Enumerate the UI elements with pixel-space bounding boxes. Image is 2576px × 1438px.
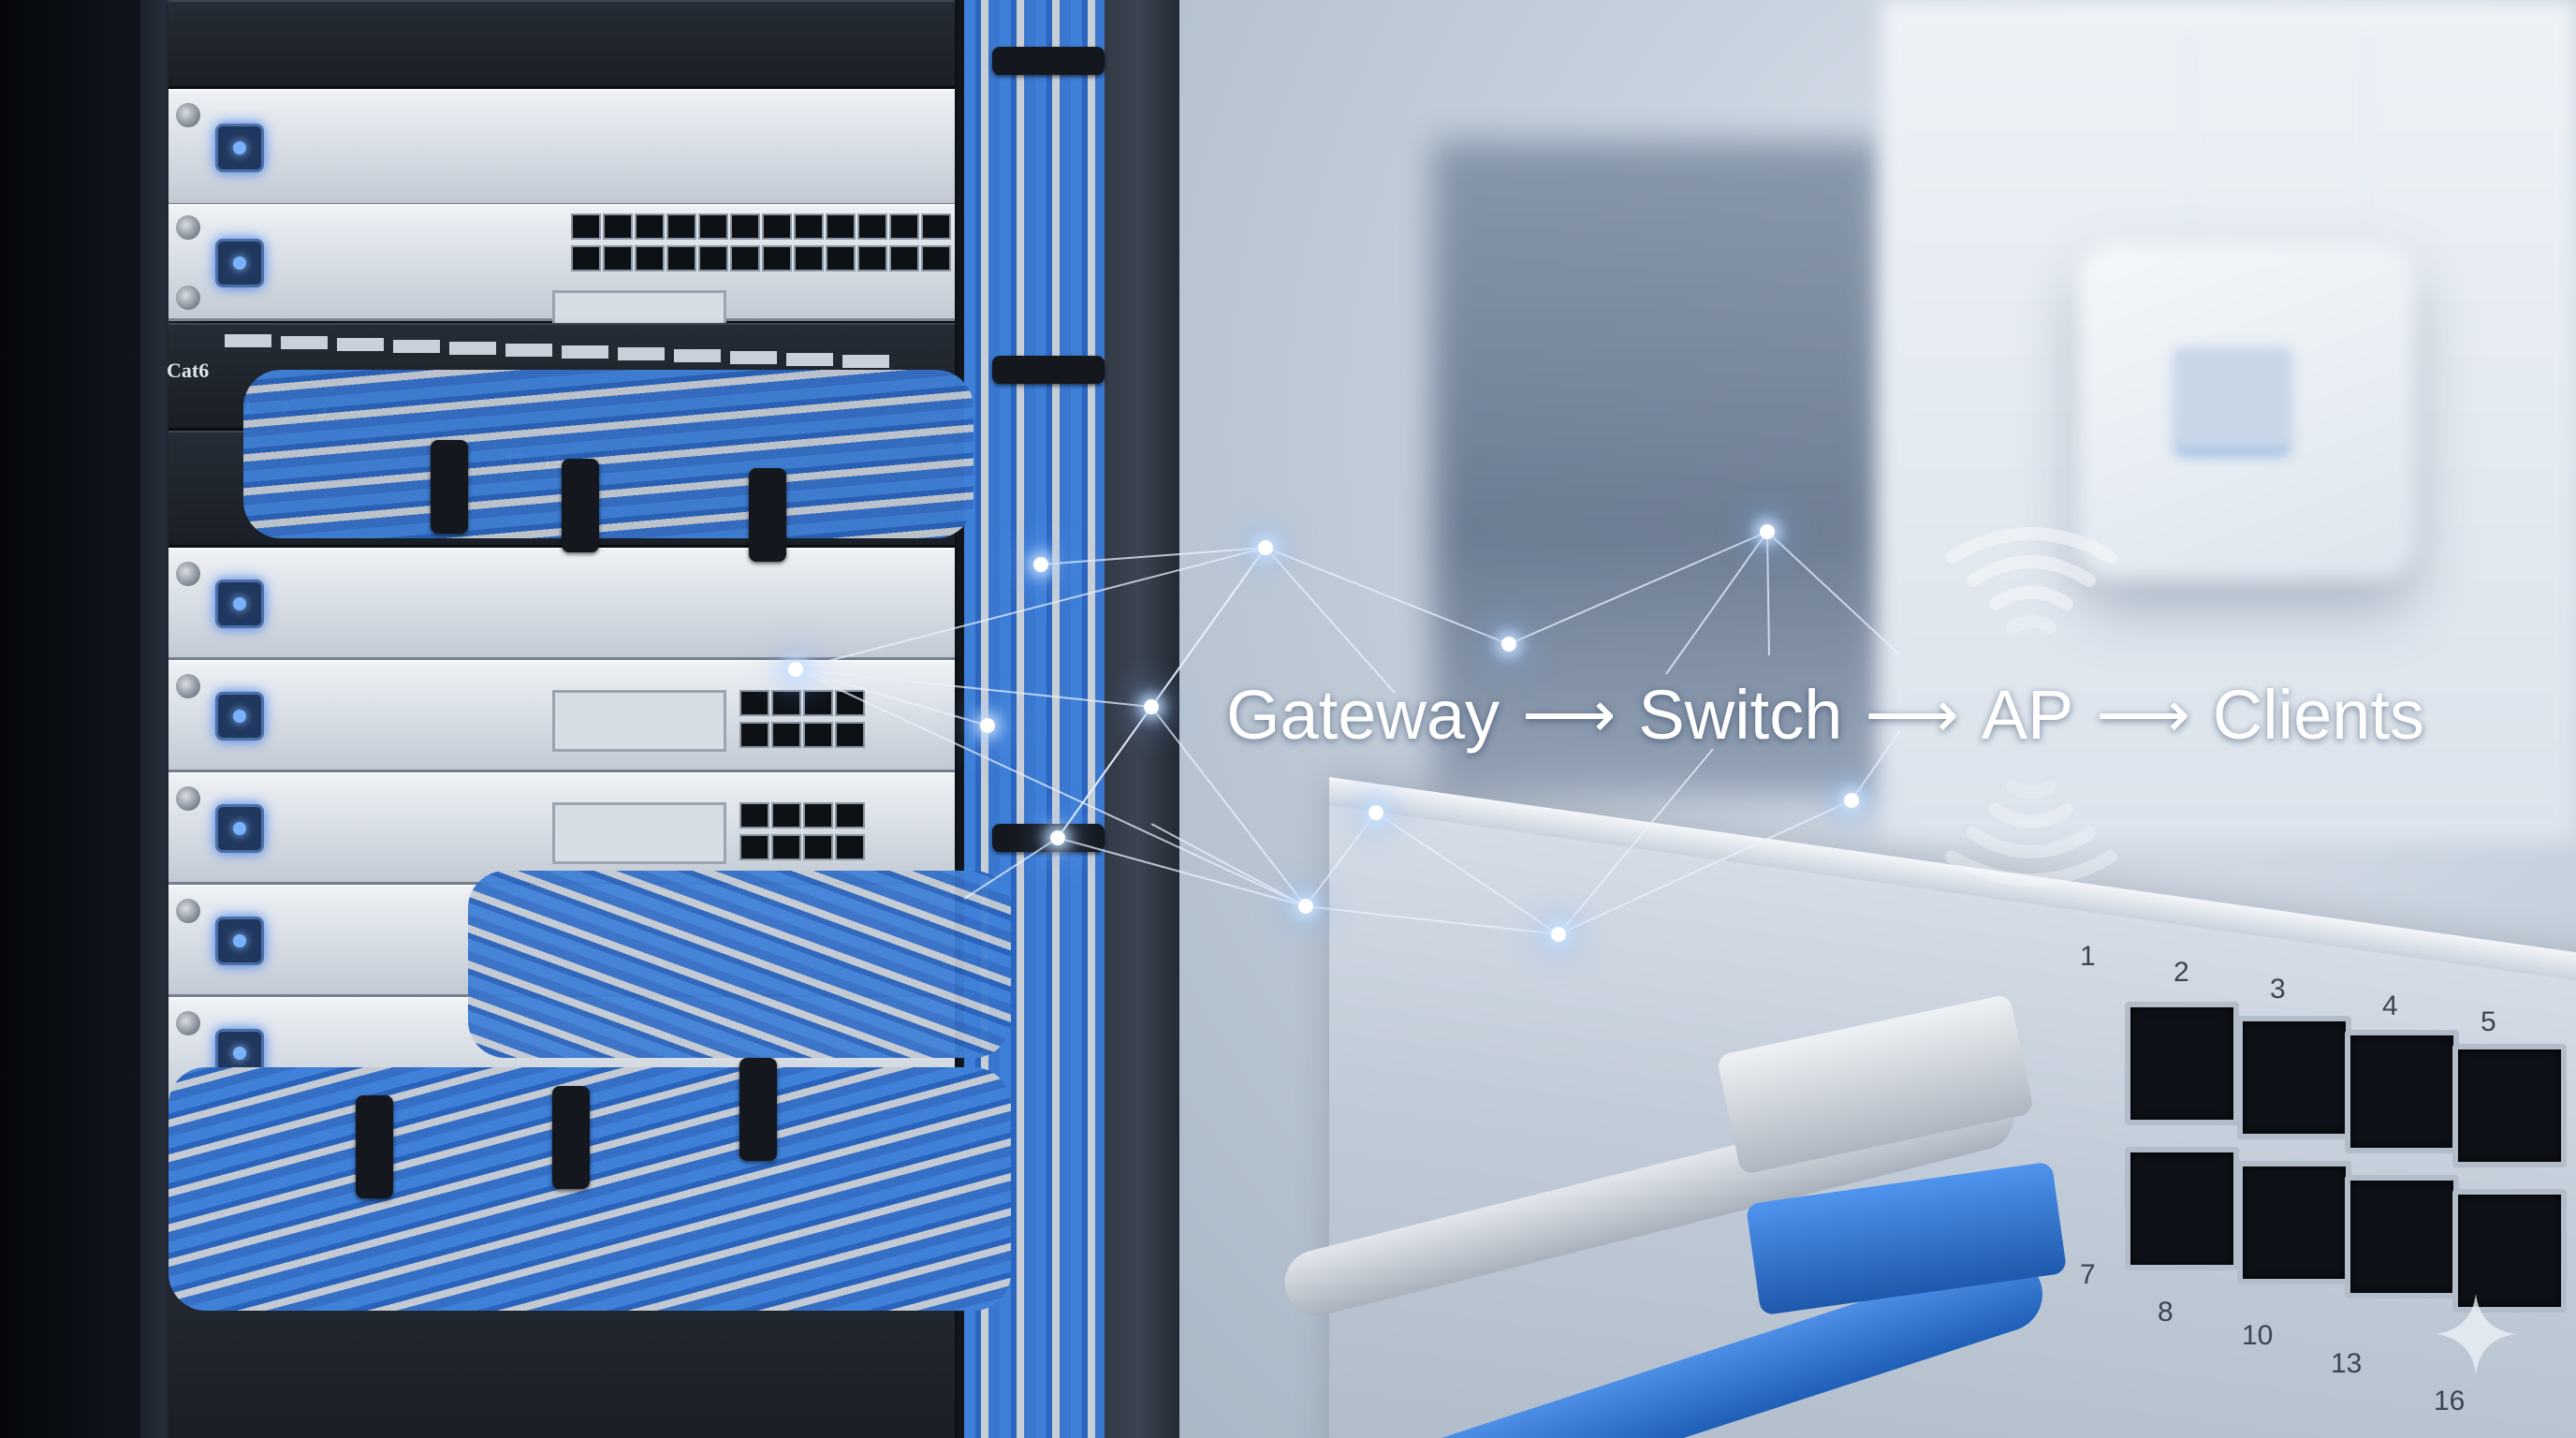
network-node <box>1551 927 1566 942</box>
top-cable-manager <box>168 0 955 89</box>
switch-port <box>2125 1002 2239 1125</box>
arrow-right-icon: ⟶ <box>2096 676 2190 753</box>
network-node <box>1368 805 1383 820</box>
flow-step-clients: Clients <box>2212 675 2424 754</box>
port-label: 13 <box>2331 1348 2363 1379</box>
rack-screw <box>176 562 200 586</box>
rack-screw <box>176 674 200 698</box>
flow-step-switch: Switch <box>1638 675 1843 754</box>
velcro-strap <box>739 1058 777 1161</box>
switch-port <box>2452 1044 2567 1167</box>
sparkle-icon <box>2436 1294 2516 1374</box>
ap-antenna-right <box>2359 37 2376 243</box>
ap-antenna-left <box>2181 37 2198 243</box>
switch-unit <box>168 204 955 352</box>
switch-port <box>2345 1030 2459 1153</box>
network-node <box>980 718 995 733</box>
status-led-icon <box>215 917 264 965</box>
port-label: 16 <box>2434 1386 2466 1416</box>
rack-screw <box>176 899 200 923</box>
switch-unit <box>168 548 955 660</box>
network-node <box>1844 793 1859 808</box>
horizontal-cable-bundle <box>468 871 1011 1058</box>
arrow-right-icon: ⟶ <box>1865 676 1959 753</box>
network-node <box>1760 524 1775 539</box>
network-node <box>1033 557 1048 572</box>
switch-port <box>2125 1147 2239 1270</box>
rack-screw <box>176 103 200 127</box>
switch-port <box>2237 1161 2351 1284</box>
rj45-port-grid <box>571 213 951 271</box>
velcro-strap <box>356 1095 393 1198</box>
port-label: 10 <box>2242 1320 2274 1351</box>
switch-unit <box>168 660 955 772</box>
velcro-strap <box>992 824 1105 852</box>
switch-port <box>2452 1189 2567 1313</box>
status-led-icon <box>215 239 264 287</box>
flow-step-ap: AP <box>1981 675 2074 754</box>
sfp-cage <box>552 802 726 864</box>
port-label: 5 <box>2481 1006 2496 1037</box>
network-flow-caption: Gateway ⟶ Switch ⟶ AP ⟶ Clients <box>1226 672 2424 756</box>
status-led-icon <box>215 692 264 741</box>
gateway-unit <box>168 89 955 206</box>
rack-screw <box>176 286 200 310</box>
switch-port <box>2345 1175 2459 1299</box>
status-led-icon <box>215 580 264 628</box>
port-label: 7 <box>2080 1259 2096 1290</box>
network-node <box>1258 540 1273 555</box>
status-led-icon <box>215 804 264 853</box>
power-button-icon <box>215 124 264 172</box>
rj45-port-grid <box>739 802 865 860</box>
velcro-strap <box>992 356 1105 384</box>
access-point-logo <box>2172 346 2293 457</box>
network-node <box>788 662 803 677</box>
switch-unit <box>168 772 955 885</box>
arrow-right-icon: ⟶ <box>1522 676 1617 753</box>
velcro-strap <box>992 47 1105 75</box>
lower-cable-bundle <box>168 1067 1011 1311</box>
wifi-signal-reflection-icon <box>1945 780 2117 887</box>
network-node <box>1050 830 1065 845</box>
rack-screw <box>176 1011 200 1035</box>
port-label: 3 <box>2270 974 2286 1005</box>
port-label: 8 <box>2158 1297 2174 1328</box>
velcro-strap <box>749 468 786 562</box>
port-label: 4 <box>2382 990 2398 1021</box>
velcro-strap <box>552 1086 590 1189</box>
rj45-port-grid <box>739 690 865 748</box>
rack-screw <box>176 786 200 811</box>
port-label: 1 <box>2080 941 2096 972</box>
network-node <box>1501 637 1516 652</box>
wifi-signal-icon <box>1945 527 2117 634</box>
velcro-strap <box>431 440 468 534</box>
sfp-cage <box>552 690 726 752</box>
rack-screw <box>176 215 200 240</box>
horizontal-cable-bundle <box>243 370 973 538</box>
network-node <box>1144 699 1159 714</box>
velcro-strap <box>562 459 599 552</box>
blurred-doorway <box>1432 140 1881 796</box>
patch-panel-label: Cat6 <box>167 359 210 382</box>
switch-port <box>2237 1016 2351 1139</box>
port-label: 2 <box>2174 957 2189 988</box>
flow-step-gateway: Gateway <box>1226 675 1500 754</box>
network-node <box>1298 899 1313 914</box>
